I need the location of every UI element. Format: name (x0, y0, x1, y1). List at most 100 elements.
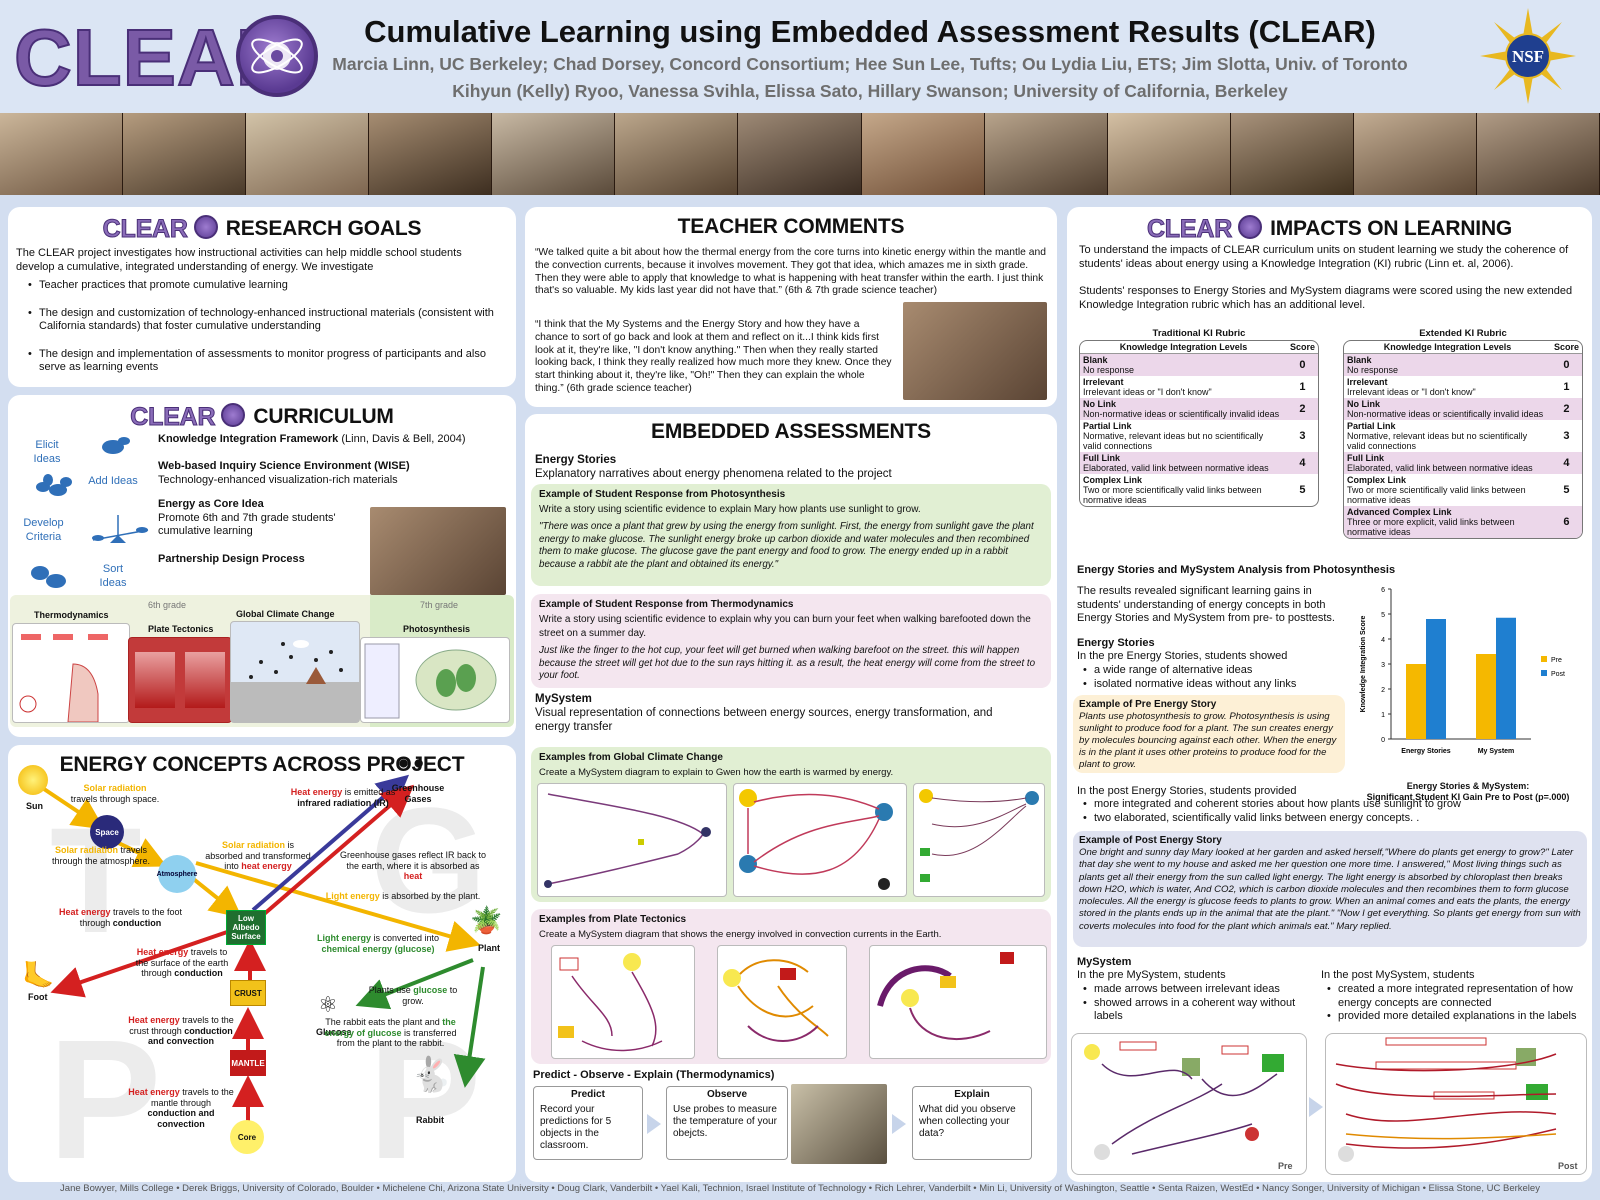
mysystem-diagram (717, 945, 847, 1059)
node-space: Space (90, 815, 124, 849)
desc: is absorbed and transformed into (205, 840, 311, 871)
chart-caption-2: Significant Student KI Gain Pre to Post … (1366, 792, 1570, 802)
node-atmosphere: Atmosphere (157, 855, 197, 893)
energy-concepts-panel: ENERGY CONCEPTS ACROSS PROJECT T G P P S… (8, 745, 516, 1182)
classroom-photo (984, 113, 1108, 195)
climate-change-screenshot (230, 621, 360, 723)
list-item: Teacher practices that promote cumulativ… (26, 279, 501, 293)
curriculum-item-wise: Web-based Inquiry Science Environment (W… (158, 460, 503, 487)
clear-logo-icon (1238, 215, 1263, 239)
label-l12: The rabbit eats the plant and the energy… (318, 1017, 463, 1049)
ms-post-intro: In the post MySystem, students (1321, 969, 1475, 981)
node-mantle: MANTLE (230, 1050, 266, 1076)
legend-swatch (1541, 656, 1547, 662)
desc: The rabbit eats the plant and (325, 1017, 443, 1027)
curriculum-item-ki: Knowledge Integration Framework (Linn, D… (158, 433, 503, 447)
letter-p-right: P (368, 1005, 482, 1182)
term: Heat energy (128, 1015, 180, 1025)
level-score: 6 (1550, 506, 1582, 538)
level-name: Complex Link (1083, 475, 1143, 485)
ki-label-develop: Develop Criteria (23, 517, 64, 543)
teacher-quote-1: “We talked quite a bit about how the the… (535, 247, 1046, 297)
classroom-photo (1107, 113, 1231, 195)
level-desc: Irrelevant ideas or "I don't know" (1347, 387, 1476, 397)
greenhouse-gas-icon: ⚫⚫ (396, 754, 427, 774)
level-desc: Three or more explicit, valid links betw… (1347, 517, 1515, 537)
classroom-photo (1230, 113, 1354, 195)
term: Light energy (316, 933, 371, 943)
mysystem-heading: MySystem (535, 693, 592, 705)
clear-logo-small: CLEAR (130, 403, 216, 432)
desc: is converted into (370, 933, 440, 943)
pre-label: Pre (1278, 1161, 1293, 1171)
level-desc: Non-normative ideas or scientifically in… (1347, 409, 1544, 419)
term: heat energy (241, 861, 292, 871)
classroom-photo (123, 113, 247, 195)
level-name: Complex Link (1347, 475, 1407, 485)
classroom-photo (369, 113, 493, 195)
poster-title: Cumulative Learning using Embedded Asses… (364, 14, 1376, 49)
list-item: isolated normative ideas without any lin… (1081, 678, 1351, 692)
term: Heat energy (290, 787, 343, 797)
energy-stories-heading: Energy Stories (535, 454, 617, 466)
label-l8: Light energy is converted into chemical … (308, 933, 448, 954)
poe-step-title: Explain (954, 1089, 990, 1100)
level-desc: No response (1083, 365, 1135, 375)
label-l4: Heat energy is emitted as infrared radia… (278, 787, 408, 808)
x-tick-label: My System (1478, 748, 1515, 755)
ms-post-list: created a more integrated representation… (1325, 983, 1587, 1024)
item-text: Technology-enhanced visualization-rich m… (158, 473, 398, 486)
clear-logo-icon (221, 403, 246, 427)
y-axis-label: Knowledge Integration Score (1360, 615, 1367, 712)
es-subheading: Energy Stories (1077, 637, 1155, 649)
teacher-photo (903, 302, 1047, 400)
list-item: provided more detailed explanations in t… (1325, 1010, 1587, 1024)
level-score: 1 (1563, 381, 1570, 393)
poe-step-title: Predict (571, 1089, 605, 1100)
thermodynamics-screenshot (12, 623, 130, 723)
post-mysystem-diagram: Post (1325, 1033, 1587, 1175)
example-title: Examples from Global Climate Change (539, 752, 723, 763)
plant-icon: 🪴 (470, 905, 503, 935)
y-tick-label: 6 (1381, 587, 1385, 594)
authors-line-2: Kihyun (Kelly) Ryoo, Vanessa Svihla, Eli… (452, 81, 1288, 101)
item-title: Energy as Core Idea (158, 498, 264, 510)
desc: to grow. (402, 985, 458, 1006)
post-energy-story-box: Example of Post Energy Story One bright … (1073, 831, 1587, 947)
node-sun: Sun (26, 801, 43, 811)
classroom-photo (738, 113, 862, 195)
example-plate-tectonics-box: Examples from Plate Tectonics Create a M… (531, 909, 1051, 1064)
poe-heading: Predict - Observe - Explain (Thermodynam… (533, 1069, 775, 1081)
level-desc: No response (1347, 365, 1399, 375)
desc: travels to the foot through (79, 907, 183, 928)
letter-p-left: P (48, 1005, 162, 1182)
poe-step-title: Observe (706, 1089, 748, 1100)
desc: travels to the crust through (129, 1015, 234, 1036)
unit-plate-tectonics: Plate Tectonics (148, 624, 214, 634)
mysystem-diagram (551, 945, 695, 1059)
level-name: Advanced Complex Link (1347, 507, 1452, 517)
footer-advisors: Jane Bowyer, Mills College • Derek Brigg… (60, 1183, 1540, 1194)
research-goals-intro: The CLEAR project investigates how instr… (16, 247, 462, 273)
teacher-comments-panel: TEACHER COMMENTS “We talked quite a bit … (525, 207, 1057, 407)
traditional-rubric-title: Traditional KI Rubric (1152, 328, 1246, 339)
list-item: showed arrows in a coherent way without … (1081, 997, 1321, 1024)
node-crust: CRUST (230, 980, 266, 1006)
desc: Greenhouse gases reflect IR back to the … (339, 850, 487, 871)
example-text: One bright and sunny day Mary looked at … (1079, 847, 1581, 932)
classroom-photo (1353, 113, 1477, 195)
grade-6-label: 6th grade (148, 600, 187, 610)
